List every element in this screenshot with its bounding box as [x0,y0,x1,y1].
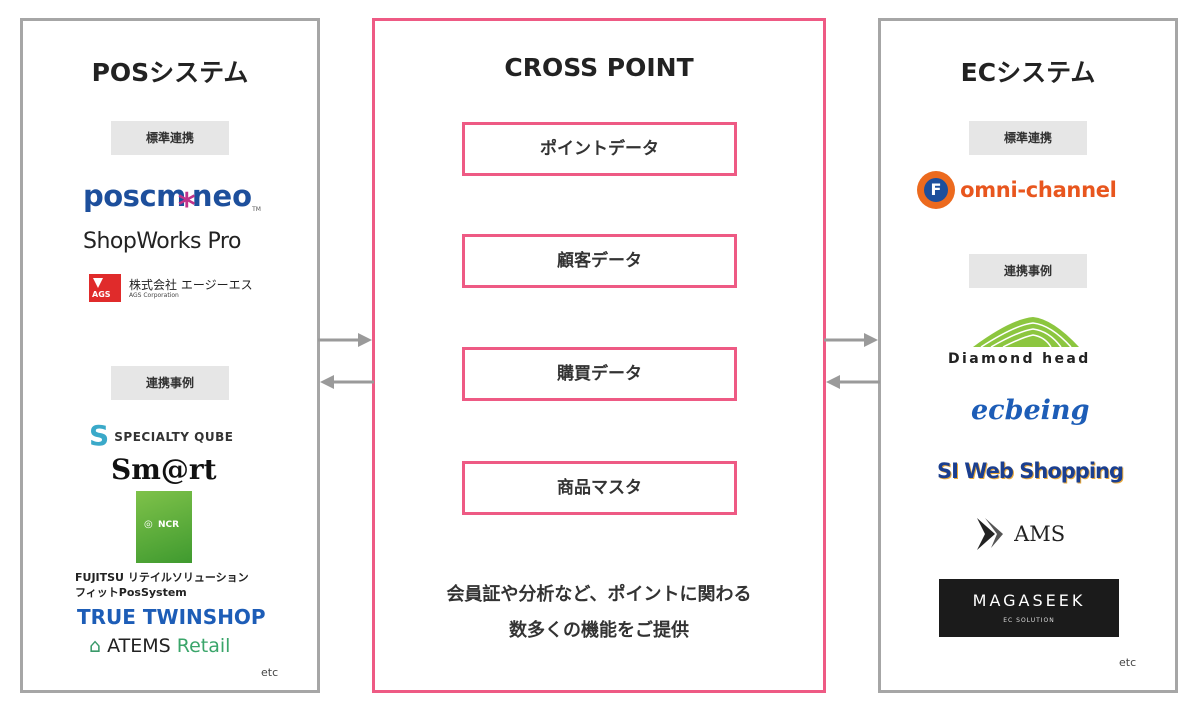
ncr-mark-icon: ◎ [144,519,153,530]
cross-point-note-line-2: 数多くの機能をご提供 [509,620,689,641]
ncr-logo: ◎ NCR [136,491,192,563]
ags-company-sub: AGS Corporation [129,292,179,299]
ec-system-title: ECシステム [960,58,1096,87]
ags-logo: AGS 株式会社 エージーエス AGS Corporation [89,274,253,304]
poscm-text: poscm [83,179,186,213]
fujitsu-line-2: フィットPosSystem [75,586,187,599]
fujitsu-line-1: FUJITSU リテイルソリューション [75,571,249,584]
arrow-left-ec-to-cp-icon [826,375,880,389]
neo-text: neo [191,179,253,213]
magaseek-text: MAGASEEK [972,591,1086,610]
poscm-neo-logo: poscm*neoTM [83,179,261,226]
ec-standard-label: 標準連携 [969,121,1087,155]
atems-retail-logo: ⌂ ATEMS Retail [89,635,230,657]
pos-standard-label: 標準連携 [111,121,229,155]
ec-case-label: 連携事例 [969,254,1087,288]
house-icon: ⌂ [89,635,102,657]
omni-channel-text: omni-channel [960,178,1117,202]
product-master-box: 商品マスタ [462,461,737,515]
diamond-head-text: Diamond head [948,351,1091,367]
ec-system-panel: ECシステム 標準連携 F omni-channel 連携事例 Diamond … [878,18,1178,693]
smart-logo: Sm@rt [111,453,217,486]
pos-case-label: 連携事例 [111,366,229,400]
diamond-head-mark-icon [971,313,1081,353]
ams-text: AMS [1014,522,1066,546]
point-data-box: ポイントデータ [462,122,737,176]
true-twinshop-logo: TRUE TWINSHOP [77,605,266,629]
ags-company-name: 株式会社 エージーエス [129,278,253,292]
magaseek-sub-text: EC SOLUTION [1003,617,1055,624]
ams-logo: AMS [975,514,1065,554]
tm-mark: TM [252,206,261,213]
customer-data-box: 顧客データ [462,234,737,288]
omni-f-icon: F [917,171,955,209]
ncr-text: NCR [158,520,180,530]
pos-etc-text: etc [261,666,279,679]
shopworks-pro-logo: ShopWorks Pro [83,229,241,254]
retail-text: Retail [176,635,231,657]
purchase-data-box: 購買データ [462,347,737,401]
arrow-left-cp-to-pos-icon [320,375,374,389]
ags-badge-text: AGS [92,290,111,299]
ecbeing-logo: ecbeing [971,395,1090,426]
pos-system-panel: POSシステム 標準連携 poscm*neoTM ShopWorks Pro A… [20,18,320,693]
magaseek-logo: MAGASEEK EC SOLUTION [939,579,1119,637]
specialty-qube-text: SPECIALTY QUBE [114,430,234,444]
ams-mark-icon [977,518,1003,550]
pos-system-title: POSシステム [91,58,249,87]
cross-point-title: CROSS POINT [504,53,694,82]
cross-point-note-line-1: 会員証や分析など、ポイントに関わる [446,584,752,605]
ec-etc-text: etc [1119,656,1137,669]
si-web-shopping-logo: SI Web Shopping [937,459,1124,483]
cross-point-panel: CROSS POINT ポイントデータ 顧客データ 購買データ 商品マスタ 会員… [372,18,826,693]
atems-text: ATEMS [107,635,171,657]
asterisk-icon: * [177,186,196,226]
arrow-right-pos-to-cp-icon [318,333,372,347]
specialty-qube-logo: S SPECIALTY QUBE [89,419,233,452]
arrow-right-cp-to-ec-icon [824,333,878,347]
omni-channel-logo: F omni-channel [917,171,1117,211]
ags-mark-icon [89,274,121,302]
specialty-q-mark: S [89,419,110,452]
